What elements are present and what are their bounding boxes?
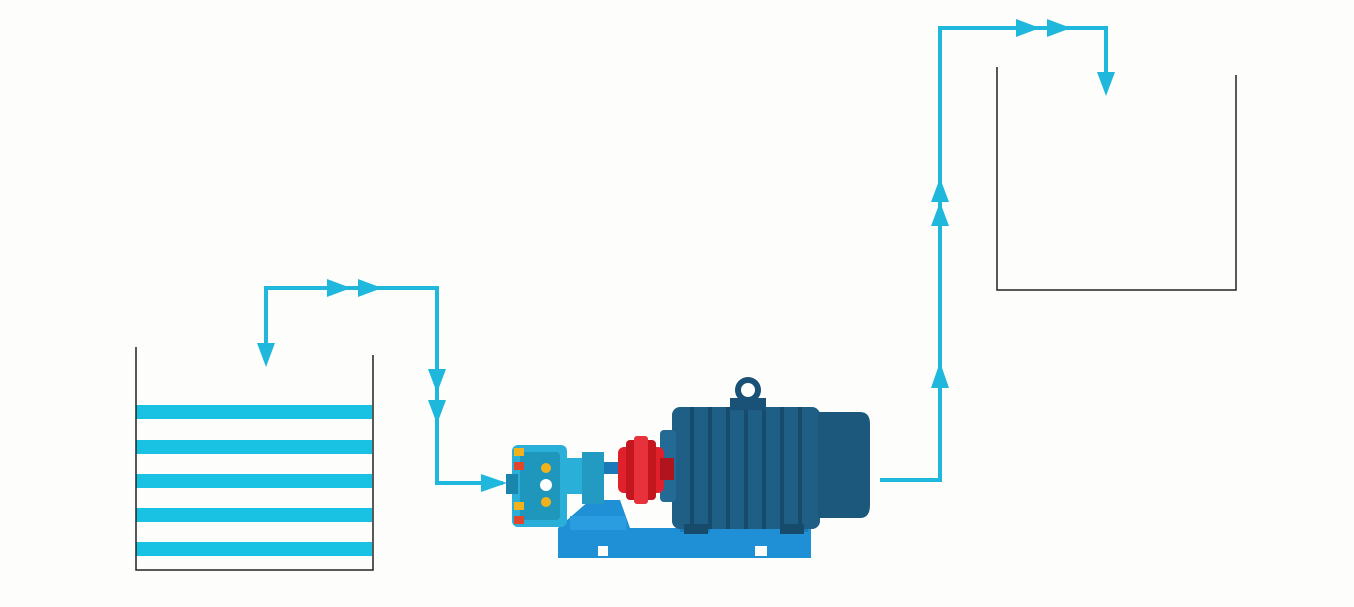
flow-arrow-icon: [931, 202, 949, 226]
pump-port-indicator: [540, 479, 552, 491]
flow-arrow-icon: [358, 279, 382, 297]
liquid-layer-2: [136, 440, 372, 454]
flow-arrow-icon: [1016, 19, 1040, 37]
flow-arrow-icon: [931, 362, 949, 388]
liquid-layer-1: [136, 405, 372, 419]
bolt-icon: [541, 497, 551, 507]
pump-unit: [506, 377, 870, 558]
suction-pipe: [264, 286, 503, 485]
liquid-layer-5: [136, 542, 372, 556]
flow-arrow-icon: [481, 474, 507, 492]
gear-pump-head: [506, 445, 604, 527]
discharge-pipe: [880, 26, 1108, 482]
electric-motor: [660, 377, 870, 534]
destination-tank: [996, 67, 1237, 291]
source-tank: [135, 347, 374, 571]
lifting-eye-icon: [735, 377, 761, 403]
source-tank-wall: [135, 347, 374, 571]
bolt-icon: [541, 463, 551, 473]
bolt-icon: [514, 516, 524, 524]
bolt-icon: [514, 448, 524, 456]
flow-arrow-icon: [428, 400, 446, 424]
flow-arrow-icon: [1047, 19, 1071, 37]
flow-arrow-icon: [257, 343, 275, 367]
bolt-icon: [514, 502, 524, 510]
liquid-layer-3: [136, 474, 372, 488]
flow-arrow-icon: [931, 178, 949, 202]
flow-arrow-icon: [327, 279, 351, 297]
flow-arrow-icon: [428, 369, 446, 393]
liquid-layer-4: [136, 508, 372, 522]
shaft-coupling: [602, 436, 674, 504]
flow-arrow-icon: [1097, 72, 1115, 96]
bolt-icon: [514, 462, 524, 470]
